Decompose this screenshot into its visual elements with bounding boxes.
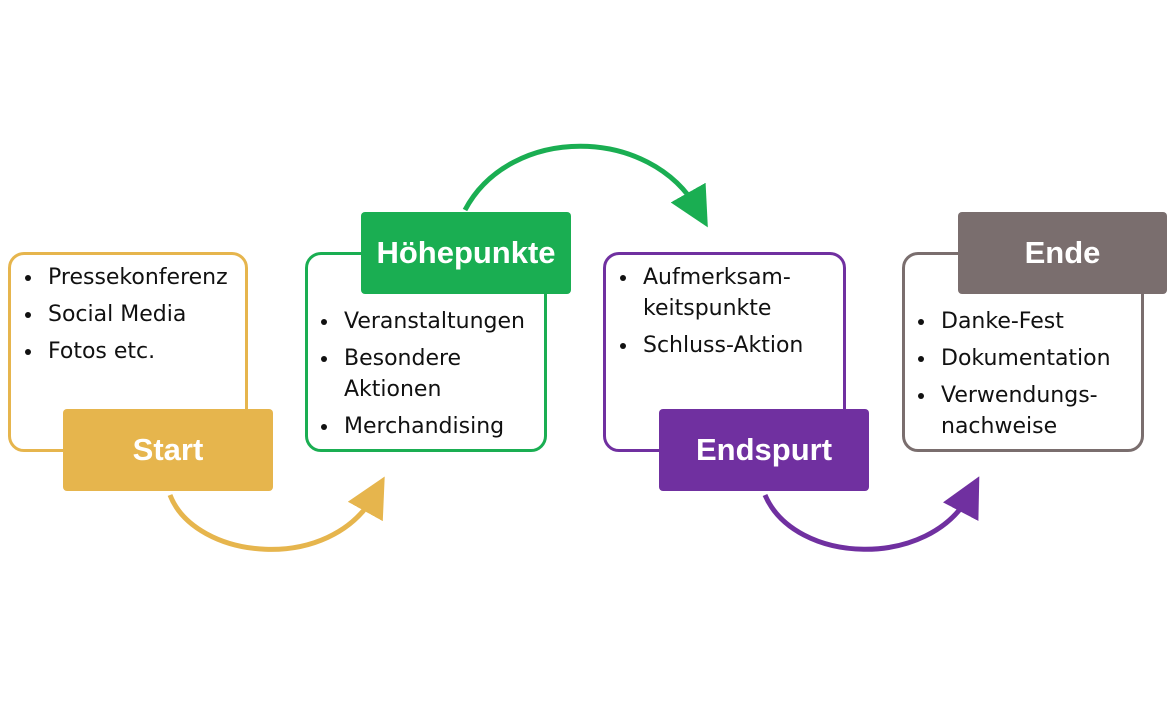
list-item: Fotos etc.	[44, 336, 269, 367]
list-item: Social Media	[44, 299, 269, 330]
hoehepunkte-list: Veranstaltungen Besondere Aktionen Merch…	[318, 306, 560, 448]
list-item: Danke-Fest	[937, 306, 1157, 337]
start-list: Pressekonferenz Social Media Fotos etc.	[22, 262, 269, 373]
list-item: Merchandising	[340, 411, 560, 442]
list-item: Veranstaltungen	[340, 306, 560, 337]
list-item: Pressekonferenz	[44, 262, 269, 293]
list-item: Schluss-Aktion	[639, 330, 839, 361]
endspurt-label: Endspurt	[659, 409, 869, 491]
list-item: Dokumentation	[937, 343, 1157, 374]
list-item: Verwendungs-nachweise	[937, 380, 1116, 442]
list-item: Aufmerksam-keitspunkte	[639, 262, 793, 324]
arrow-endspurt-to-ende	[762, 476, 980, 552]
hoehepunkte-label: Höhepunkte	[361, 212, 571, 294]
ende-list: Danke-Fest Dokumentation Verwendungs-nac…	[915, 306, 1157, 448]
arrow-start-to-hoehepunkte	[167, 476, 385, 552]
ende-label: Ende	[958, 212, 1167, 294]
arrow-hoehepunkte-to-endspurt	[462, 143, 708, 228]
endspurt-list: Aufmerksam-keitspunkte Schluss-Aktion	[617, 262, 839, 367]
list-item: Besondere Aktionen	[340, 343, 494, 405]
start-label: Start	[63, 409, 273, 491]
